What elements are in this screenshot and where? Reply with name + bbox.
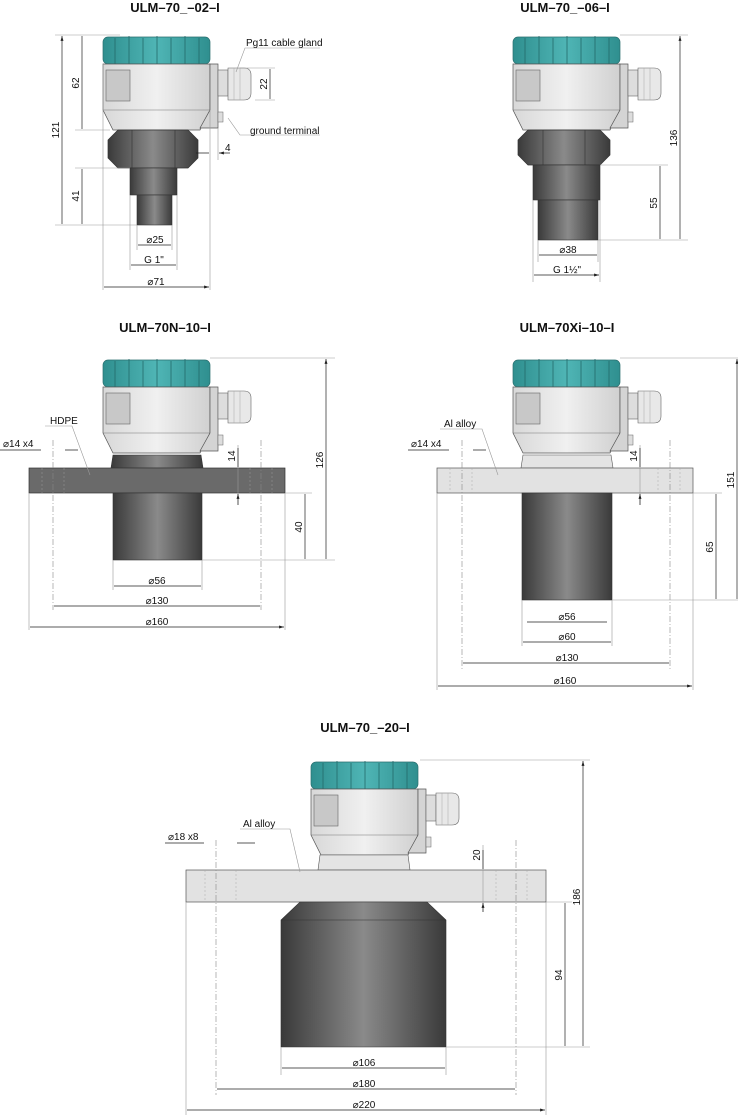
dim-d106: ⌀106 [353, 1058, 376, 1069]
dim-g1: G 1" [144, 255, 164, 266]
sensor-tip [136, 194, 173, 226]
drawing-title: ULM–70_–02–I [130, 0, 220, 15]
transmitter-head [102, 358, 252, 454]
drawing-title: ULM–70N–10–I [119, 320, 211, 335]
dim-d220: ⌀220 [353, 1100, 376, 1111]
dim-d71: ⌀71 [147, 277, 165, 288]
dim-65: 65 [705, 541, 716, 553]
label-al-alloy: Al alloy [243, 819, 275, 830]
drawing-ulm-70n-10-i: ULM–70N–10–I HDPE ⌀14 x4 14 126 40 ⌀56 ⌀… [0, 320, 335, 630]
drawing-ulm-70xi-10-i: ULM–70Xi–10–I Al alloy ⌀14 x4 14 151 65 … [408, 320, 738, 690]
dim-d160: ⌀160 [554, 676, 577, 687]
collar [110, 454, 204, 469]
dim-holes: ⌀14 x4 [3, 439, 34, 450]
thread [532, 164, 601, 201]
dim-d56: ⌀56 [148, 576, 166, 587]
drawing-ulm-70-06-i: ULM–70_–06–I 136 55 ⌀38 G 1½" [512, 0, 688, 282]
flange-al-alloy [185, 869, 547, 903]
dim-d56: ⌀56 [558, 612, 576, 623]
dim-d160: ⌀160 [146, 617, 169, 628]
thread [129, 167, 178, 196]
dim-d60: ⌀60 [558, 632, 576, 643]
transmitter-head [512, 358, 662, 454]
dim-40: 40 [294, 521, 305, 533]
collar [520, 454, 614, 469]
collar [317, 854, 411, 871]
hex-nut [107, 129, 199, 169]
sensor [521, 492, 613, 601]
dim-151: 151 [726, 471, 737, 488]
dim-d130: ⌀130 [146, 596, 169, 607]
label-al-alloy: Al alloy [444, 419, 476, 430]
label-ground-terminal: ground terminal [250, 126, 319, 137]
dim-94: 94 [554, 969, 565, 981]
dim-126: 126 [315, 451, 326, 468]
dim-121: 121 [51, 121, 62, 138]
dim-4: 4 [225, 143, 231, 154]
label-hdpe: HDPE [50, 416, 78, 427]
flange-hdpe [28, 467, 286, 494]
hex-nut [517, 129, 611, 166]
sensor-tip [537, 199, 599, 241]
dim-55: 55 [649, 197, 660, 209]
transmitter-head [512, 35, 662, 131]
drawing-title: ULM–70_–06–I [520, 0, 610, 15]
flange-al-alloy [436, 467, 694, 494]
dim-holes: ⌀18 x8 [168, 832, 199, 843]
dim-41: 41 [71, 190, 82, 202]
drawing-title: ULM–70_–20–I [320, 720, 410, 735]
dim-62: 62 [71, 77, 82, 89]
dim-20: 20 [472, 849, 483, 861]
dim-136: 136 [669, 129, 680, 146]
label-cable-gland: Pg11 cable gland [246, 38, 323, 49]
dim-holes: ⌀14 x4 [411, 439, 442, 450]
sensor [280, 901, 447, 1048]
dim-186: 186 [572, 888, 583, 905]
dim-14: 14 [629, 450, 640, 462]
transmitter-head [102, 35, 252, 131]
drawing-ulm-70-02-i: ULM–70_–02–I Pg11 cable gland ground ter… [51, 0, 323, 290]
dim-g1-5: G 1½" [553, 265, 581, 276]
drawing-title: ULM–70Xi–10–I [520, 320, 615, 335]
sensor [112, 492, 203, 561]
dim-d180: ⌀180 [353, 1079, 376, 1090]
dim-14: 14 [227, 450, 238, 462]
transmitter-head [310, 760, 460, 856]
drawing-ulm-70-20-i: ULM–70_–20–I Al alloy ⌀18 x8 20 186 94 ⌀… [165, 720, 590, 1115]
dim-d25: ⌀25 [146, 235, 164, 246]
dim-d130: ⌀130 [556, 653, 579, 664]
dim-d38: ⌀38 [559, 245, 577, 256]
dim-22: 22 [259, 78, 270, 90]
